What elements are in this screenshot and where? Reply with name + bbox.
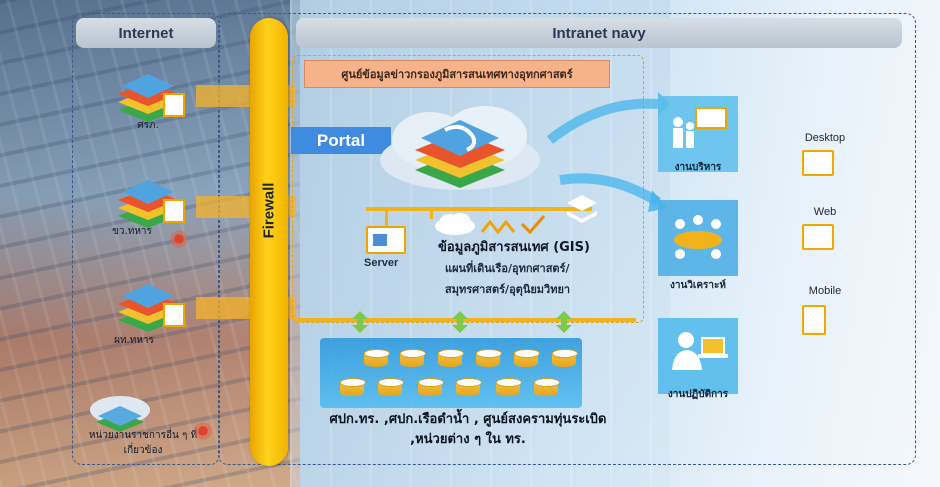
meeting-presentation-icon: [673, 107, 727, 148]
database-icon: [364, 349, 390, 367]
analysis-table-icon: [674, 215, 722, 259]
function-label: งานวิเคราะห์: [669, 280, 726, 291]
data-center-banner: ศูนย์ข้อมูลข่าวกรองภูมิสารสนเทศทางอุทกศา…: [304, 60, 610, 88]
server-icon: [366, 226, 406, 254]
gis-title: ข้อมูลภูมิสารสนเทศ (GIS): [438, 240, 590, 255]
database-icon: [418, 378, 444, 396]
portal-label: Portal: [291, 127, 391, 154]
gis-cloud-icon: [380, 106, 540, 190]
function-label: งานบริหาร: [674, 162, 722, 173]
cloud-icon: [435, 213, 475, 235]
device-label: Mobile: [808, 285, 842, 297]
branch-line: [430, 207, 433, 219]
double-arrow-icon: [556, 311, 572, 333]
layers-stack-icon: [118, 180, 185, 228]
location-marker-icon: [168, 228, 190, 250]
analysis-card: [658, 200, 738, 276]
database-icon: [552, 349, 578, 367]
function-label: งานปฏิบัติการ: [667, 389, 729, 400]
left-node-label: ศรภ.: [137, 120, 159, 131]
database-icon: [378, 378, 404, 396]
database-icon: [400, 349, 426, 367]
web-icon: [802, 224, 834, 250]
database-caption-line2: ,หน่วยต่าง ๆ ใน ทร.: [410, 432, 526, 447]
database-icon: [438, 349, 464, 367]
layers-stack-icon: [118, 74, 185, 122]
branch-line: [296, 318, 636, 322]
device-label: Desktop: [804, 132, 846, 144]
database-icon: [534, 378, 560, 396]
intranet-header: Intranet navy: [296, 18, 902, 48]
left-node-label: ขว.ทหาร: [112, 226, 152, 237]
gis-subtitle-line2: สมุทรศาสตร์/อุตุนิยมวิทยา: [445, 283, 571, 296]
location-marker-icon: [192, 420, 214, 442]
cloud-layers-icon: [90, 396, 150, 432]
layers-stack-icon: [118, 284, 185, 332]
branch-line: [366, 207, 592, 211]
firewall-bar: [250, 18, 288, 466]
firewall-label: Firewall: [260, 182, 278, 238]
management-card: [658, 96, 738, 172]
device-label: Web: [813, 206, 837, 218]
check-icon: [520, 215, 546, 235]
branch-line: [385, 207, 388, 227]
internet-header: Internet: [76, 18, 216, 48]
database-icon: [476, 349, 502, 367]
left-node-label: ผท.ทหาร: [114, 335, 154, 346]
database-caption-line1: ศปก.ทร. ,ศปก.เรือดำน้ำ , ศูนย์สงครามทุ่น…: [329, 412, 607, 427]
database-icon: [514, 349, 540, 367]
double-arrow-icon: [452, 311, 468, 333]
server-label: Server: [364, 257, 399, 269]
wave-icon: [480, 219, 516, 235]
database-icon: [456, 378, 482, 396]
intranet-zone: [218, 13, 916, 465]
operations-card: [658, 318, 738, 394]
database-icon: [340, 378, 366, 396]
internet-zone: [72, 13, 220, 465]
database-icon: [496, 378, 522, 396]
operator-laptop-icon: [672, 332, 728, 370]
desktop-icon: [802, 150, 834, 176]
mobile-icon: [802, 305, 826, 335]
gis-subtitle-line1: แผนที่เดินเรือ/อุทกศาสตร์/: [445, 262, 570, 275]
left-node-label: หน่วยงานราชการอื่น ๆ ที่เกี่ยวข้อง: [88, 430, 198, 456]
double-arrow-icon: [352, 311, 368, 333]
layers-icon: [567, 195, 597, 223]
